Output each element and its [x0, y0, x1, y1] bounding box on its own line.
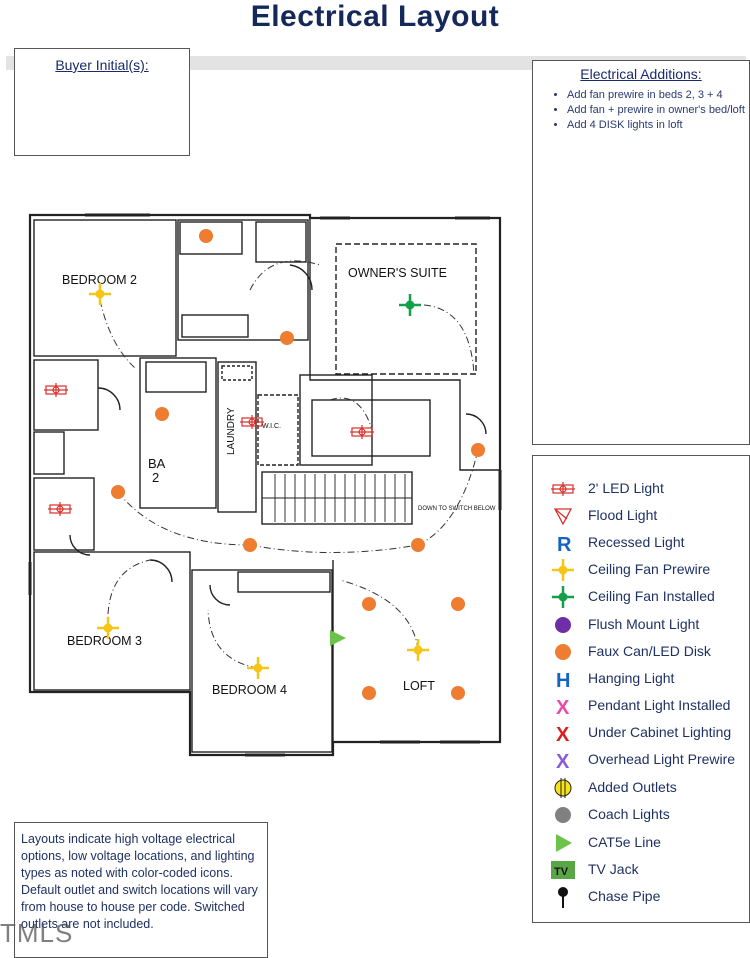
svg-text:X: X — [556, 751, 570, 771]
pendant-light-installed-icon: X — [556, 697, 570, 717]
legend-label: Recessed Light — [588, 534, 685, 550]
additions-item: Add fan prewire in beds 2, 3 + 4 — [567, 88, 749, 102]
legend-row-flood-light: Flood Light — [533, 503, 749, 527]
room-label-wic: W.I.C. — [262, 423, 281, 430]
added-outlets-icon — [554, 778, 572, 798]
legend-label: Overhead Light Prewire — [588, 751, 736, 767]
room-label-bedroom4: BEDROOM 4 — [212, 683, 287, 697]
legend-row-added-outlets: Added Outlets — [533, 775, 749, 799]
recessed-light-icon: R — [557, 534, 572, 554]
room-label-bedroom2: BEDROOM 2 — [62, 273, 137, 287]
cat5e-line-icon — [330, 630, 346, 646]
overhead-light-prewire-icon: X — [556, 751, 570, 771]
legend-label: Hanging Light — [588, 670, 675, 686]
ceiling-fan-prewire-icon — [552, 559, 574, 581]
led-light-icon — [44, 383, 374, 516]
legend-label: Pendant Light Installed — [588, 697, 731, 713]
ceiling-fan-installed-icon — [552, 586, 574, 608]
room-label-loft: LOFT — [403, 679, 435, 693]
legend-row-ceiling-fan-installed: Ceiling Fan Installed — [533, 584, 749, 608]
room-label-bath2-number: 2 — [152, 470, 159, 485]
legend-row-recessed-light: R Recessed Light — [533, 530, 749, 554]
additions-item: Add fan + prewire in owner's bed/loft — [567, 103, 749, 117]
legend-label: Added Outlets — [588, 779, 677, 795]
legend-panel: 2' LED Light Flood Light R Recessed Ligh… — [532, 455, 750, 923]
legend-label: Ceiling Fan Installed — [588, 588, 715, 604]
legend-row-coach-lights: Coach Lights — [533, 802, 749, 826]
under-cabinet-lighting-icon: X — [556, 724, 570, 744]
ceiling-fan-installed-icon — [399, 294, 421, 316]
flood-light-icon — [553, 508, 573, 526]
legend-row-flush-mount-light: Flush Mount Light — [533, 612, 749, 636]
flush-mount-light-icon — [555, 617, 571, 633]
svg-text:R: R — [557, 534, 572, 554]
legend-row-pendant-light-installed: X Pendant Light Installed — [533, 693, 749, 717]
legend-row-overhead-light-prewire: X Overhead Light Prewire — [533, 747, 749, 771]
buyer-initials-box[interactable]: Buyer Initial(s): — [14, 48, 190, 156]
room-label-owners-suite: OWNER'S SUITE — [348, 266, 447, 280]
legend-label: Flush Mount Light — [588, 616, 700, 632]
watermark-logo: TMLS — [0, 918, 74, 948]
legend-row-cat5e-line: CAT5e Line — [533, 830, 749, 854]
led-light-icon — [551, 482, 575, 496]
legend-label: Coach Lights — [588, 806, 670, 822]
svg-text:TV: TV — [554, 866, 569, 878]
floor-plan: BEDROOM 2 OWNER'S SUITE LAUNDRY W.I.C. B… — [28, 213, 502, 757]
legend-row-faux-can-led-disk: Faux Can/LED Disk — [533, 639, 749, 663]
room-label-laundry: LAUNDRY — [226, 407, 237, 455]
legend-label: TV Jack — [588, 861, 639, 877]
legend-row-chase-pipe: Chase Pipe — [533, 884, 749, 908]
electrical-additions-list: Add fan prewire in beds 2, 3 + 4 Add fan… — [533, 88, 749, 132]
svg-text:X: X — [556, 697, 570, 717]
disclaimer-note: Layouts indicate high voltage electrical… — [14, 822, 268, 958]
hanging-light-icon: H — [556, 670, 570, 690]
legend-row-ceiling-fan-prewire: Ceiling Fan Prewire — [533, 557, 749, 581]
chase-pipe-icon — [558, 887, 568, 908]
cat5e-line-icon — [556, 834, 572, 852]
svg-text:H: H — [556, 670, 570, 690]
stair-note: DOWN TO SWITCH BELOW — [418, 506, 496, 512]
legend-label: Ceiling Fan Prewire — [588, 561, 711, 577]
legend-label: Under Cabinet Lighting — [588, 724, 732, 740]
legend-row-under-cabinet-lighting: X Under Cabinet Lighting — [533, 720, 749, 744]
legend-label: Faux Can/LED Disk — [588, 643, 711, 659]
svg-text:X: X — [556, 724, 570, 744]
faux-can-led-disk-icon — [555, 644, 571, 660]
additions-item: Add 4 DISK lights in loft — [567, 118, 749, 132]
legend-row-led-light: 2' LED Light — [533, 476, 749, 500]
electrical-additions-heading: Electrical Additions: — [580, 66, 702, 82]
faux-can-led-disk-icon — [111, 229, 485, 700]
legend-row-hanging-light: H Hanging Light — [533, 666, 749, 690]
ceiling-fan-prewire-icon — [89, 283, 429, 679]
coach-lights-icon — [555, 807, 571, 823]
electrical-additions-panel: Electrical Additions: Add fan prewire in… — [532, 60, 750, 445]
buyer-initials-label: Buyer Initial(s): — [55, 57, 149, 73]
legend-row-tv-jack: TV TV Jack — [533, 857, 749, 881]
room-label-bedroom3: BEDROOM 3 — [67, 634, 142, 648]
room-label-bath2: BA — [148, 456, 166, 471]
legend-label: 2' LED Light — [588, 480, 664, 496]
legend-label: CAT5e Line — [588, 834, 661, 850]
legend-label: Chase Pipe — [588, 888, 661, 904]
page-title: Electrical Layout — [250, 0, 500, 33]
tv-jack-icon: TV — [551, 861, 575, 879]
legend-label: Flood Light — [588, 507, 658, 523]
